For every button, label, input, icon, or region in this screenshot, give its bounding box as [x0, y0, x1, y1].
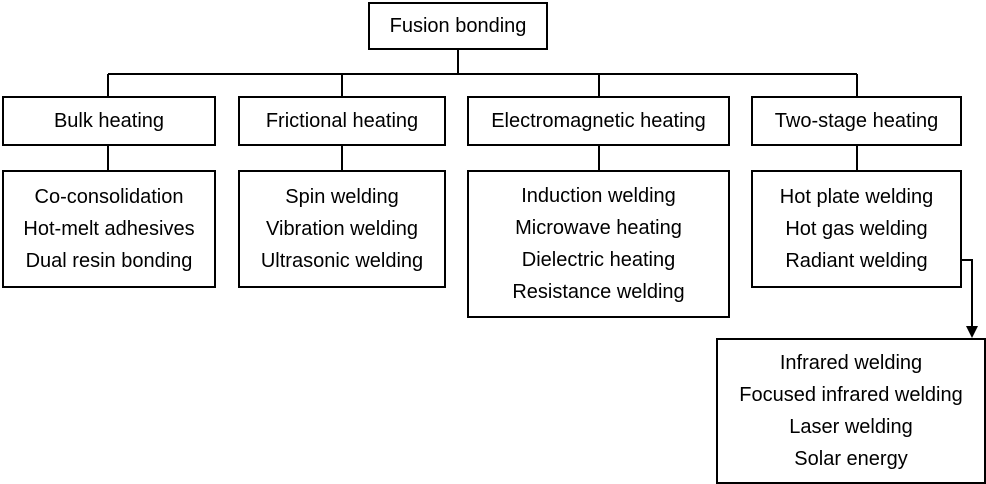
radiant-welding-subtypes: Infrared welding Focused infrared weldin… [716, 338, 986, 484]
subtype-item: Solar energy [794, 448, 908, 470]
method-item: Ultrasonic welding [260, 250, 424, 272]
root-node-box: Fusion bonding [368, 2, 548, 50]
bulk-heating-methods: Co-consolidation Hot-melt adhesives Dual… [2, 170, 216, 288]
frictional-heating-methods: Spin welding Vibration welding Ultrasoni… [238, 170, 446, 288]
method-item: Radiant welding [785, 250, 928, 272]
electromagnetic-heating-methods: Induction welding Microwave heating Diel… [467, 170, 730, 318]
category-label: Two-stage heating [774, 110, 939, 132]
method-item: Hot gas welding [785, 218, 928, 240]
method-item: Hot plate welding [779, 186, 934, 208]
method-item: Dual resin bonding [25, 250, 193, 272]
method-item: Microwave heating [515, 217, 682, 239]
method-item: Co-consolidation [34, 186, 184, 208]
subtype-item: Infrared welding [779, 352, 923, 374]
category-frictional-heating: Frictional heating [238, 96, 446, 146]
category-bulk-heating: Bulk heating [2, 96, 216, 146]
category-label: Frictional heating [265, 110, 419, 132]
subtype-item: Focused infrared welding [739, 384, 963, 406]
category-two-stage-heating: Two-stage heating [751, 96, 962, 146]
radiant-arrow-head [966, 326, 978, 338]
method-item: Spin welding [285, 186, 399, 208]
method-item: Resistance welding [512, 281, 685, 303]
subtype-item: Laser welding [789, 416, 913, 438]
method-item: Induction welding [521, 185, 676, 207]
method-item: Hot-melt adhesives [23, 218, 195, 240]
method-item: Dielectric heating [521, 249, 676, 271]
category-electromagnetic-heating: Electromagnetic heating [467, 96, 730, 146]
method-item: Vibration welding [266, 218, 418, 240]
two-stage-heating-methods: Hot plate welding Hot gas welding Radian… [751, 170, 962, 288]
root-node-label: Fusion bonding [389, 15, 527, 37]
category-label: Bulk heating [53, 110, 165, 132]
category-label: Electromagnetic heating [491, 110, 706, 132]
